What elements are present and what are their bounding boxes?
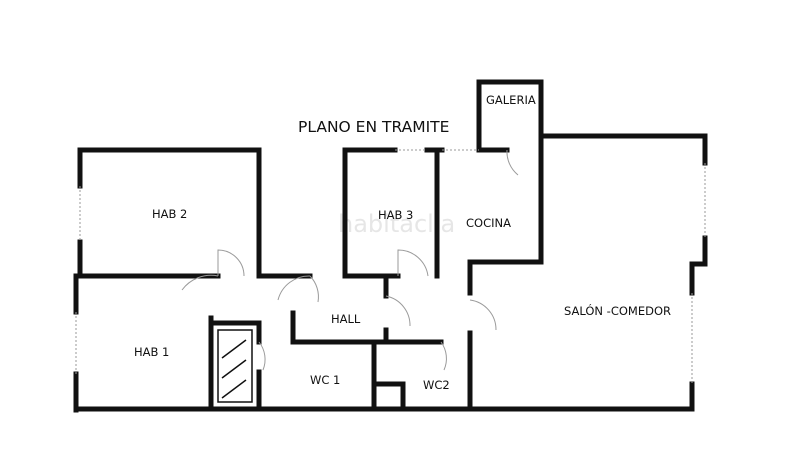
walls xyxy=(73,79,708,413)
room-label-wc1: WC 1 xyxy=(310,373,340,387)
plan-title: PLANO EN TRAMITE xyxy=(298,118,449,136)
room-label-hab2: HAB 2 xyxy=(152,207,187,221)
room-label-hall: HALL xyxy=(331,312,361,326)
room-label-salon-comedor: SALÓN -COMEDOR xyxy=(564,303,671,318)
room-label-cocina: COCINA xyxy=(466,216,511,230)
room-label-hab1: HAB 1 xyxy=(134,345,169,359)
shaft-hatch xyxy=(217,329,253,403)
windows xyxy=(75,149,706,384)
room-label-galeria: GALERIA xyxy=(486,93,536,107)
door-swings xyxy=(181,149,519,371)
room-label-wc2: WC2 xyxy=(423,378,450,392)
room-label-hab3: HAB 3 xyxy=(378,208,413,222)
